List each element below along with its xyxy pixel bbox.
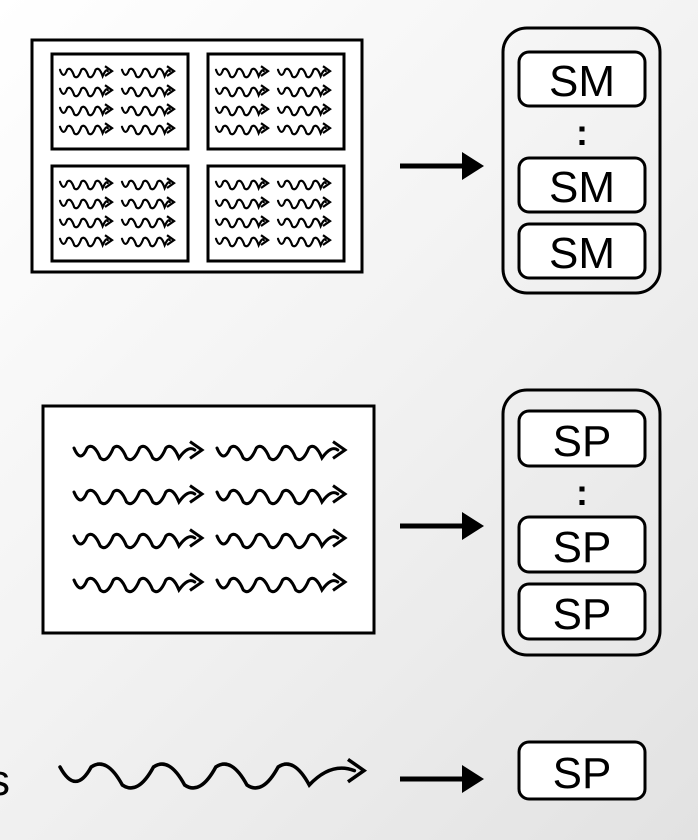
- wavy-arrow-icon: [276, 84, 332, 99]
- arrowhead: [462, 765, 484, 793]
- wavy-arrow-icon: [214, 65, 270, 80]
- wavy-arrow-icon: [276, 122, 332, 137]
- sp-label-1: SP: [553, 417, 612, 466]
- block-3: [50, 164, 190, 263]
- wavy-arrow-icon: [276, 65, 332, 80]
- wavy-arrow-icon: [276, 196, 332, 211]
- sp-box-3: [517, 582, 647, 641]
- wavy-arrow-icon: [214, 215, 270, 230]
- sm-ellipsis: :: [576, 112, 588, 153]
- arrow-row-1: [400, 152, 484, 180]
- row3-left-label-fragment: s: [0, 756, 10, 805]
- wavy-arrow-icon: [72, 528, 205, 550]
- wavy-arrow-icon: [215, 528, 348, 550]
- arrow-row-3: [400, 765, 484, 793]
- sp-label-2: SP: [553, 523, 612, 572]
- sm-box-3: [517, 222, 647, 280]
- wavy-arrow-icon: [215, 484, 348, 506]
- wavy-arrow-icon: [58, 84, 114, 99]
- grid-group: [30, 38, 364, 274]
- sm-label-3: SM: [549, 229, 615, 278]
- wavy-arrow-icon: [276, 234, 332, 249]
- wavy-arrow-icon: [58, 103, 114, 118]
- wavy-arrow-icon: [276, 177, 332, 192]
- wavy-arrow-icon: [58, 234, 114, 249]
- block-frame: [41, 404, 376, 635]
- wavy-arrow-icon: [72, 484, 205, 506]
- sp-stack: SP : SP SP: [501, 388, 662, 657]
- wavy-arrow-icon: [58, 757, 368, 790]
- wavy-arrow-icon: [72, 572, 205, 594]
- wavy-arrow-icon: [214, 122, 270, 137]
- wavy-arrow-icon: [214, 234, 270, 249]
- block-4: [206, 164, 346, 263]
- sm-container: [501, 26, 662, 295]
- wavy-arrow-icon: [58, 757, 368, 790]
- sp-box-2: [517, 515, 647, 574]
- wavy-arrow-icon: [58, 122, 114, 137]
- wavy-arrow-icon: [276, 215, 332, 230]
- wavy-arrow-icon: [58, 196, 114, 211]
- wavy-arrow-icon: [214, 103, 270, 118]
- wavy-arrow-icon: [215, 572, 348, 594]
- sp-box-1: [517, 409, 647, 468]
- block-threads: [58, 65, 332, 249]
- sp-label-single: SP: [553, 749, 612, 798]
- wavy-arrow-icon: [276, 103, 332, 118]
- wavy-arrow-icon: [120, 103, 176, 118]
- block-1: [50, 52, 190, 151]
- wavy-arrow-icon: [120, 215, 176, 230]
- sm-label-1: SM: [549, 57, 615, 106]
- sm-box-2: [517, 156, 647, 214]
- sp-box-single: [517, 740, 647, 801]
- wavy-arrow-icon: [58, 215, 114, 230]
- wavy-arrow-icon: [120, 65, 176, 80]
- wavy-arrow-icon: [58, 177, 114, 192]
- wavy-arrow-icon: [120, 196, 176, 211]
- wavy-arrow-icon: [215, 440, 348, 462]
- sp-container: [501, 388, 662, 657]
- arrow-row-2: [400, 512, 484, 540]
- block-thread-arrows: [72, 440, 348, 594]
- wavy-arrow-icon: [72, 440, 205, 462]
- block-2: [206, 52, 346, 151]
- sp-ellipsis: :: [576, 472, 588, 513]
- sp-label-3: SP: [553, 590, 612, 639]
- sm-box-1: [517, 50, 647, 108]
- wavy-arrow-icon: [214, 177, 270, 192]
- wavy-arrow-icon: [214, 196, 270, 211]
- sm-label-2: SM: [549, 163, 615, 212]
- block-group: [41, 404, 376, 635]
- wavy-arrow-icon: [120, 177, 176, 192]
- sp-single: SP: [517, 740, 647, 801]
- wavy-arrow-icon: [120, 234, 176, 249]
- wavy-arrow-icon: [120, 84, 176, 99]
- wavy-arrow-icon: [214, 84, 270, 99]
- wavy-arrow-icon: [58, 65, 114, 80]
- wavy-arrow-icon: [120, 122, 176, 137]
- sm-stack: SM : SM SM: [501, 26, 662, 295]
- arrowhead: [462, 512, 484, 540]
- arrowhead: [462, 152, 484, 180]
